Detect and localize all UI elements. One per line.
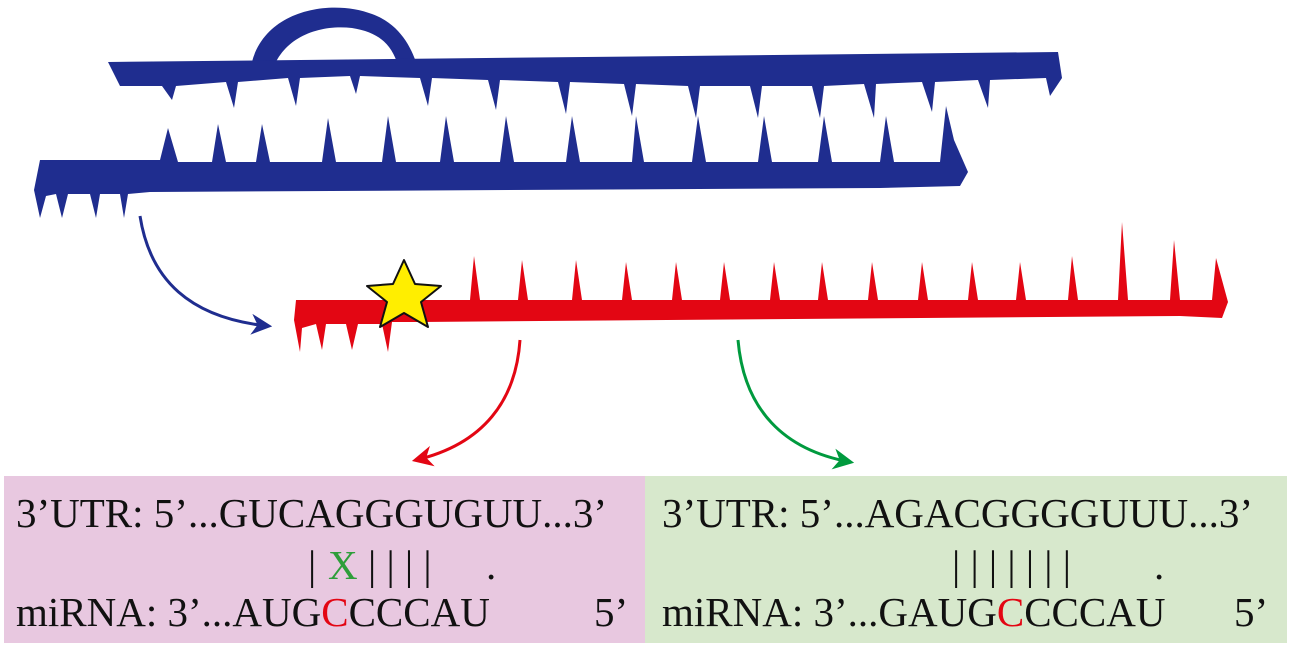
right-mirna-sequence: miRNA: 3’...GAUGCCCCAU <box>662 589 1165 635</box>
right-mirna-suffix: CCCAU <box>1024 589 1165 635</box>
right-pairing-line: | | | | | | | . <box>952 542 1164 588</box>
left-mismatch-mark: X <box>328 542 358 588</box>
right-mirna-prefix: miRNA: 3’...GAUG <box>662 589 997 635</box>
left-mirna-prefix: miRNA: 3’...AUG <box>16 589 321 635</box>
left-mirna-sequence: miRNA: 3’...AUGCCCCAU <box>16 589 490 635</box>
right-pair-bars: | | | | | | | <box>952 542 1071 588</box>
left-pairing-line: | X | | | | . <box>308 542 496 588</box>
hairpin-precursor-mirna-icon <box>34 7 1062 218</box>
left-panel-background <box>4 476 645 643</box>
left-pair-bars: | | | | <box>368 542 432 588</box>
left-utr-sequence: 3’UTR: 5’...GUCAGGGUGUU...3’ <box>16 490 607 536</box>
green-arrow <box>736 339 855 470</box>
left-target-panel: 3’UTR: 5’...GUCAGGGUGUU...3’ | X | | | |… <box>4 476 645 643</box>
left-pair-bar: | <box>308 542 316 588</box>
right-utr-sequence: 3’UTR: 5’...AGACGGGGUUU...3’ <box>662 490 1253 536</box>
right-target-panel: 3’UTR: 5’...AGACGGGGUUU...3’ | | | | | |… <box>645 476 1287 643</box>
right-panel-background <box>645 476 1287 643</box>
red-arrow <box>411 339 522 467</box>
left-mirna-suffix: CCCAU <box>349 589 490 635</box>
mutation-star-icon <box>366 259 442 328</box>
left-mirna-5prime: 5’ <box>594 589 628 635</box>
right-mirna-highlight-base: C <box>997 589 1024 635</box>
blue-arrow <box>138 215 273 335</box>
mature-mirna-strand-icon <box>294 222 1228 352</box>
left-wobble-mark: . <box>486 542 496 588</box>
right-mirna-5prime: 5’ <box>1234 589 1268 635</box>
right-wobble-mark: . <box>1154 542 1164 588</box>
left-mirna-highlight-base: C <box>321 589 348 635</box>
